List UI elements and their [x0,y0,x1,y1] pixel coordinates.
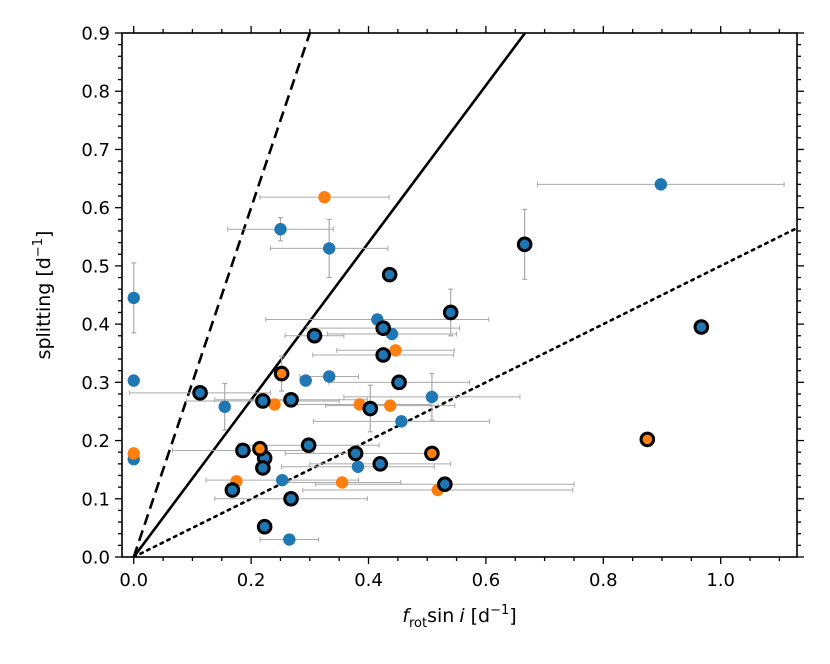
reference-lines [132,33,797,557]
data-point-orange-edged [273,365,290,382]
x-label-exp: −1 [490,603,509,618]
data-point-blue-edged [255,393,271,409]
x-label-unit: [d [465,605,491,627]
data-point-orange-edged [424,445,440,462]
data-point-blue-edged [224,482,241,498]
data-point-orange [127,447,140,460]
data-point-blue [127,291,140,305]
y-tick-label: 0.1 [81,489,110,510]
y-label-text: splitting [d [33,257,55,359]
data-point-blue-edged [300,437,317,454]
x-label-base: f [402,605,412,627]
data-point-blue [299,374,312,387]
data-point-orange [384,399,397,412]
data-point-blue-edged [256,518,273,535]
data-point-blue-edged [347,445,364,462]
x-tick-label: 0.8 [589,570,618,591]
data-point-blue-edged [235,442,251,459]
data-point-blue-edged [362,400,379,417]
data-point-blue-edged [306,327,323,344]
data-point-orange-edged [252,440,268,457]
data-point-blue [274,223,287,236]
data-point-blue [127,374,140,387]
x-label-close: ] [509,605,516,627]
data-point-blue-edged [192,385,208,401]
x-tick-label: 0.6 [472,570,501,591]
x-label-ital: i [459,605,465,627]
x-tick-label: 1.0 [706,570,735,591]
data-point-blue [351,460,365,473]
y-axis-label: splitting [d−1] [31,231,55,360]
data-point-blue-edged [381,266,398,283]
x-label-sub: rot [409,616,427,631]
y-tick-label: 0.9 [81,24,110,45]
data-point-blue [654,178,668,191]
data-point-orange [268,398,281,411]
y-tick-label: 0.4 [81,315,110,336]
x-tick-label: 0.0 [119,570,148,591]
y-tick-label: 0.2 [81,431,110,452]
y-tick-label: 0.8 [81,82,110,103]
data-point-blue-edged [442,304,459,321]
data-point-blue-edged [375,320,391,336]
data-point-orange [389,344,402,357]
y-tick-label: 0.7 [81,140,110,161]
x-tick-label: 0.2 [237,570,266,591]
data-point-blue [322,242,336,255]
data-point-blue-edged [283,490,299,507]
data-point-blue [395,415,408,428]
data-point-blue-edged [283,392,299,408]
data-point-blue-edged [391,374,407,391]
data-point-blue [283,533,296,546]
data-point-blue-edged [693,319,710,335]
data-point-blue [425,390,439,404]
y-tick-label: 0.5 [81,256,110,277]
data-point-blue-edged [437,476,453,493]
y-label-exp: −1 [31,238,46,257]
data-point-blue-edged [255,460,271,476]
y-tick-label: 0.3 [81,373,110,394]
y-label-close: ] [33,231,55,238]
x-tick-label: 0.4 [354,570,383,591]
data-point-blue [276,473,289,487]
data-point-blue-edged [516,236,533,253]
reference-line-dashed [132,33,312,557]
reference-line-solid [132,33,527,557]
reference-line-dotted [132,226,797,557]
y-tick-label: 0.6 [81,198,110,219]
axis-ticks: 0.0 0.2 0.4 0.6 0.8 1.0 0.0 0.1 0.2 0.3 0.4 0.5 0.6 0… [81,24,804,591]
data-point-blue-edged [372,456,389,472]
plot-frame [121,32,798,558]
data-point-blue-edged [375,347,391,363]
data-point-orange-edged [639,431,656,448]
data-point-blue [218,400,231,413]
data-point-blue [322,370,336,383]
data-point-orange [318,190,331,204]
y-tick-label: 0.0 [81,548,110,569]
x-label-mid: sin [427,605,454,627]
data-point-orange [335,476,349,489]
data-points [127,178,710,546]
